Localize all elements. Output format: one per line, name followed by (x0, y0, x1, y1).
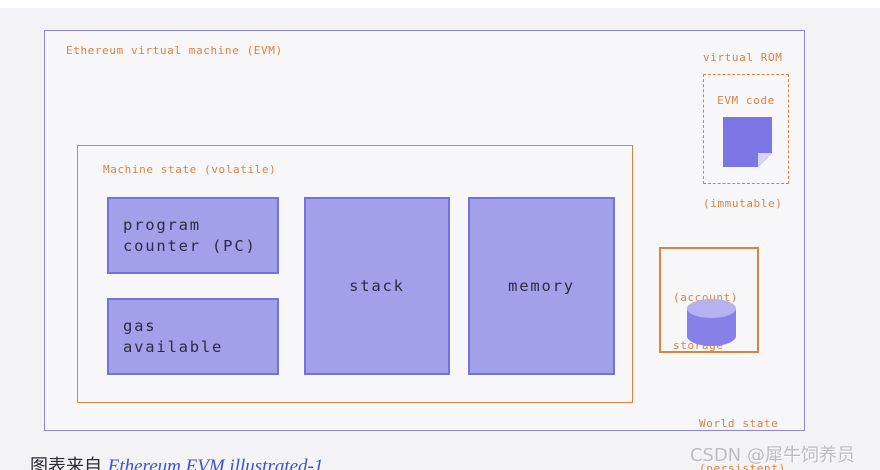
gas-available-label-line2: available (123, 337, 224, 356)
world-state-label-line2: (persistent) (699, 462, 786, 470)
caption-prefix: 图表来自 (30, 456, 108, 470)
machine-state-label: Machine state (volatile) (103, 163, 277, 176)
evm-code-label: EVM code (717, 94, 775, 107)
program-counter-label-line2: counter (PC) (123, 236, 257, 255)
machine-state-box: Machine state (volatile) program counter… (77, 145, 633, 403)
account-storage-box: (account) storage (659, 247, 759, 353)
database-cylinder-icon (687, 299, 736, 346)
world-state-label-line1: World state (699, 417, 779, 430)
virtual-rom-label: virtual ROM (703, 51, 783, 64)
program-counter-label-line1: program (123, 215, 201, 234)
world-state-label: World state (persistent) (699, 386, 786, 470)
caption-source-link[interactable]: Ethereum EVM illustrated-1 (107, 456, 324, 470)
evm-outer-box: Ethereum virtual machine (EVM) Machine s… (44, 30, 805, 470)
evm-title: Ethereum virtual machine (EVM) (66, 44, 283, 57)
evm-code-box: EVM code (703, 74, 789, 184)
stack-box: stack (304, 197, 450, 375)
stack-label: stack (349, 276, 405, 295)
cylinder-top (687, 299, 736, 318)
memory-box: memory (468, 197, 615, 375)
gas-available-label-line1: gas (123, 316, 157, 335)
program-counter-box: program counter (PC) (107, 197, 279, 274)
image-caption: 图表来自 Ethereum EVM illustrated-1 (30, 452, 323, 470)
csdn-watermark: CSDN @犀牛饲养员 (689, 445, 855, 466)
code-cube-icon (723, 117, 772, 167)
memory-label: memory (508, 276, 575, 295)
gas-available-box: gas available (107, 298, 279, 375)
immutable-note: (immutable) (703, 197, 783, 210)
